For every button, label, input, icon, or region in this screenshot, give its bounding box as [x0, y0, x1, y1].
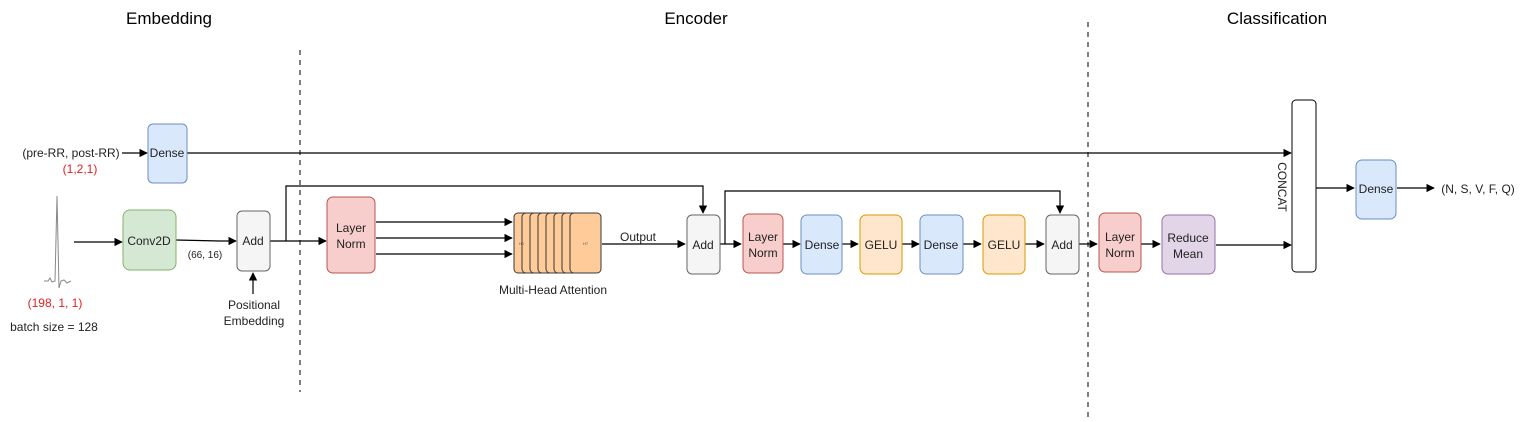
ecg-input-shape: (198, 1, 1)	[28, 296, 83, 310]
classification-dense-label: Dense	[1359, 182, 1394, 196]
classification-dense-node[interactable]: Dense	[1355, 159, 1397, 220]
encoder-layer-norm-1-node[interactable]: Layer Norm	[326, 196, 376, 274]
encoder-add-1-label: Add	[692, 238, 713, 252]
classification-layer-norm-line2: Norm	[1105, 246, 1134, 260]
classification-layer-norm-node[interactable]: Layer Norm	[1098, 212, 1142, 273]
mha-label: Multi-Head Attention	[499, 283, 607, 297]
conv2d-label: Conv2D	[127, 234, 171, 248]
multi-head-attention-node[interactable]: H0 H7	[513, 212, 602, 274]
encoder-layer-norm-1-line1: Layer	[336, 221, 366, 235]
encoder-gelu-2-label: GELU	[988, 238, 1021, 252]
encoder-gelu-1-node[interactable]: GELU	[859, 214, 903, 275]
encoder-add-2-label: Add	[1051, 238, 1072, 252]
encoder-dense-2-label: Dense	[924, 238, 959, 252]
edges	[74, 148, 1435, 294]
encoder-gelu-2-node[interactable]: GELU	[982, 214, 1026, 275]
encoder-gelu-1-label: GELU	[865, 238, 898, 252]
batch-size-label: batch size = 128	[10, 320, 98, 334]
reduce-mean-node[interactable]: Reduce Mean	[1161, 214, 1216, 275]
embedding-add-label: Add	[242, 234, 263, 248]
encoder-add-1-node[interactable]: Add	[686, 214, 721, 275]
embedding-dense-node[interactable]: Dense	[147, 123, 188, 184]
section-title-embedding: Embedding	[126, 9, 212, 28]
rr-input-shape: (1,2,1)	[63, 162, 98, 176]
positional-label-line1: Positional	[228, 298, 280, 312]
edge-residual-2	[724, 190, 1065, 244]
edge-conv-add	[175, 236, 237, 246]
encoder-layer-norm-2-line2: Norm	[748, 246, 777, 260]
ecg-signal-icon	[44, 195, 72, 289]
encoder-layer-norm-2-node[interactable]: Layer Norm	[742, 213, 784, 274]
mha-head-last-label: H7	[583, 241, 589, 246]
embedding-dense-label: Dense	[150, 146, 185, 160]
embedding-add-node[interactable]: Add	[236, 210, 271, 272]
rr-input-label: (pre-RR, post-RR)	[22, 146, 119, 160]
encoder-layer-norm-2-line1: Layer	[748, 230, 778, 244]
edge-residual-1	[285, 185, 708, 241]
output-classes-label: (N, S, V, F, Q)	[1441, 182, 1515, 196]
mha-head	[569, 212, 602, 274]
encoder-dense-2-node[interactable]: Dense	[919, 214, 964, 275]
encoder-add-2-node[interactable]: Add	[1045, 214, 1080, 275]
reduce-mean-line2: Mean	[1173, 247, 1203, 261]
mha-output-label: Output	[620, 230, 657, 244]
concat-label: CONCAT	[1275, 162, 1289, 212]
encoder-dense-1-label: Dense	[805, 238, 840, 252]
encoder-dense-1-node[interactable]: Dense	[800, 214, 843, 275]
section-title-classification: Classification	[1227, 9, 1327, 28]
encoder-layer-norm-1-line2: Norm	[336, 237, 365, 251]
positional-label-line2: Embedding	[224, 314, 285, 328]
concat-node[interactable]: CONCAT	[1275, 99, 1317, 273]
reduce-mean-line1: Reduce	[1167, 231, 1209, 245]
classification-layer-norm-line1: Layer	[1105, 230, 1135, 244]
section-title-encoder: Encoder	[664, 9, 728, 28]
mha-head-first-label: H0	[519, 241, 525, 246]
conv2d-node[interactable]: Conv2D	[122, 209, 177, 271]
conv2d-shape-label: (66, 16)	[188, 250, 222, 261]
